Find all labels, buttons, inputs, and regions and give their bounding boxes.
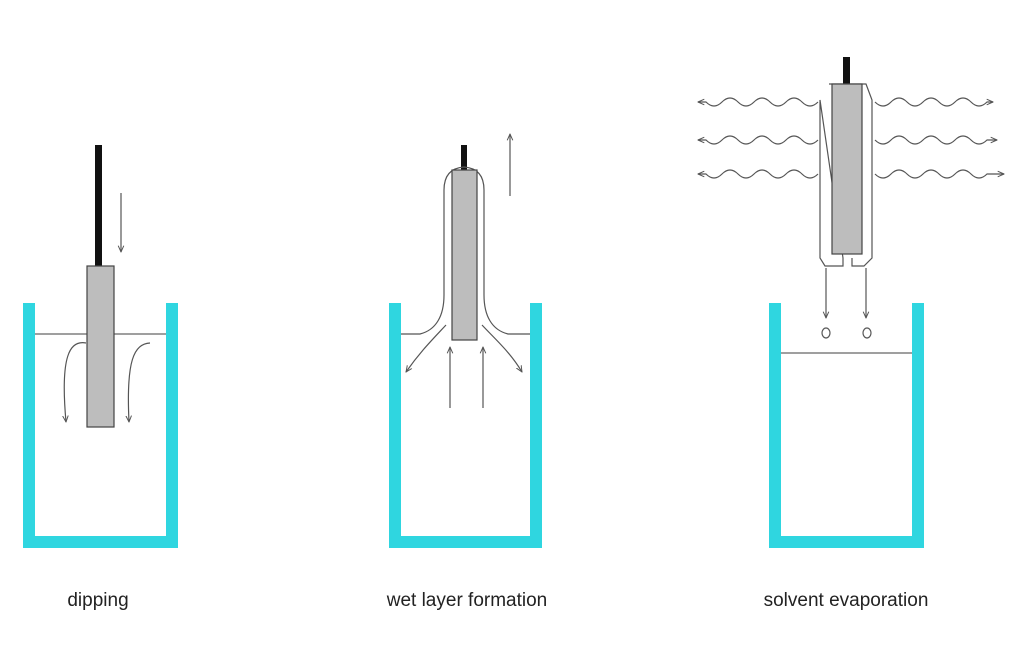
flow-arrow-right-2 [481, 324, 522, 372]
rod-1 [95, 145, 102, 267]
label-dipping: dipping [67, 590, 129, 611]
vapor-arrow-left-2 [698, 135, 819, 145]
vapor-arrow-left-3 [698, 169, 819, 179]
rod-2 [461, 145, 467, 170]
flow-arrow-right-1 [128, 342, 151, 422]
stage-dipping [23, 145, 178, 548]
substrate-2 [451, 169, 478, 341]
stage-solvent-evaporation [698, 57, 1004, 548]
label-wet-layer-formation: wet layer formation [386, 590, 548, 611]
droplet-right-3 [862, 327, 872, 339]
vapor-arrow-right-1 [874, 97, 993, 107]
label-solvent-evaporation: solvent evaporation [763, 590, 929, 611]
beaker-2 [389, 303, 542, 548]
wet-layer-outline-2 [401, 166, 530, 335]
flow-arrow-left-2 [406, 324, 447, 372]
vapor-arrow-right-3 [874, 169, 1004, 179]
substrate-3 [831, 83, 863, 255]
flow-arrow-left-1 [64, 342, 87, 422]
vapor-arrow-left-1 [698, 97, 819, 107]
droplet-left-3 [821, 327, 831, 339]
beaker-3 [769, 303, 924, 548]
vapor-arrow-right-2 [874, 135, 997, 145]
substrate-1 [86, 265, 115, 428]
rod-3 [843, 57, 850, 84]
beaker-1 [23, 303, 178, 548]
coating-outline-3 [819, 83, 873, 267]
stage-wet-layer-formation [389, 134, 542, 548]
